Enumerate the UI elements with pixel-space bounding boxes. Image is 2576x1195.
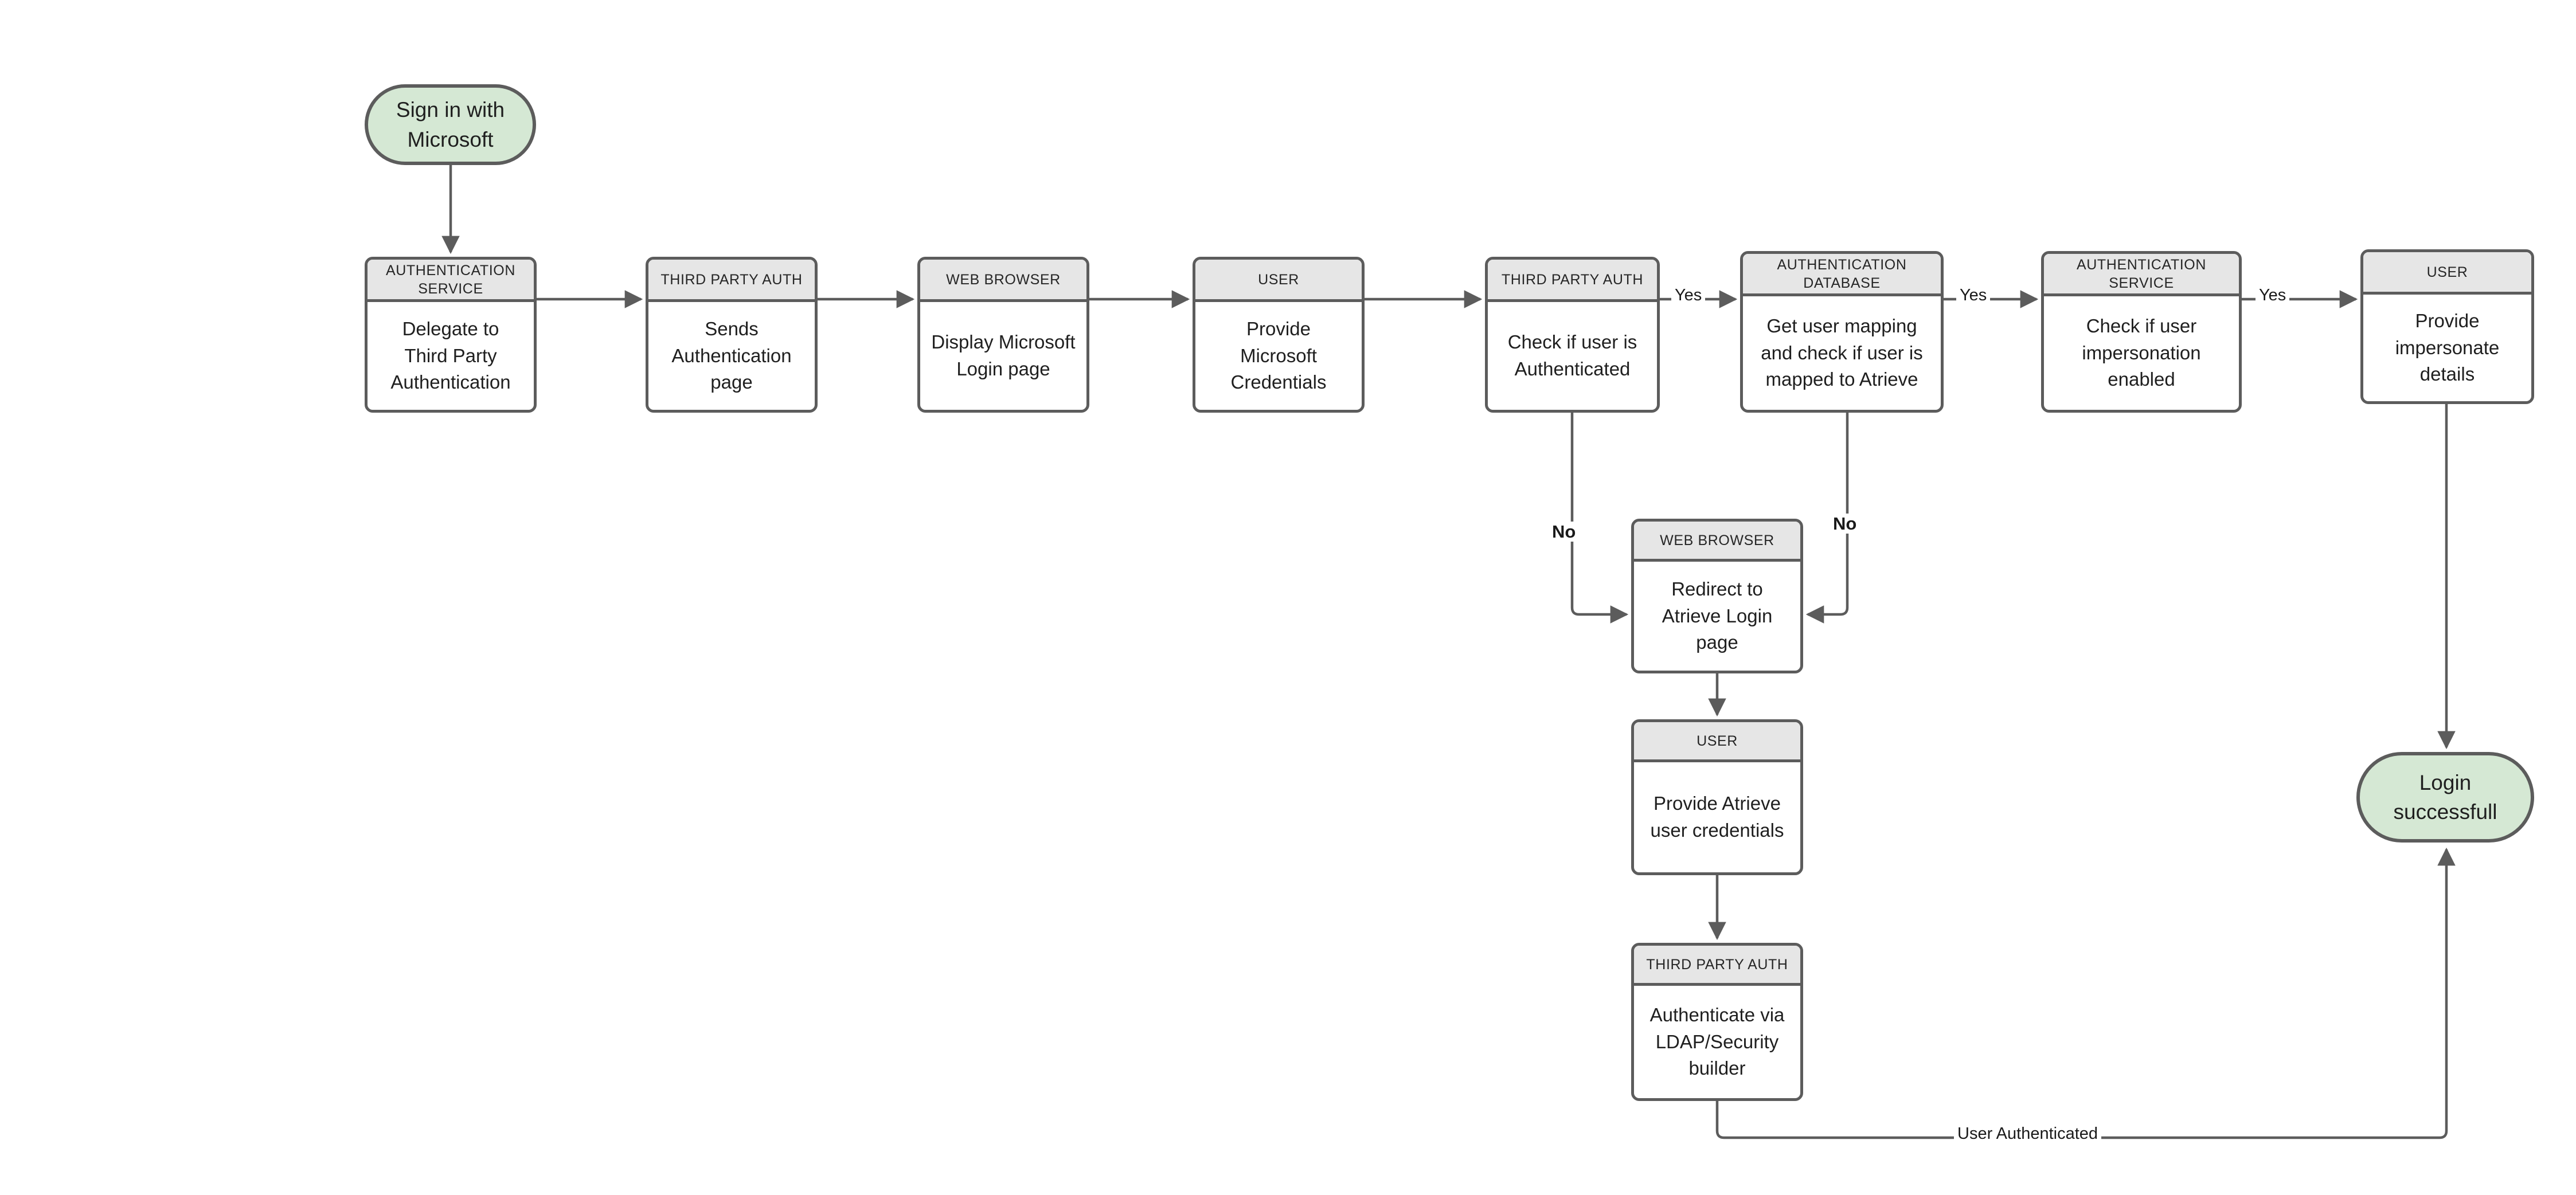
node-get-user-mapping[interactable]: AUTHENTICATION DATABASE Get user mapping… — [1740, 251, 1944, 413]
edge-ldap-to-login-success — [1715, 847, 2456, 1139]
node-header-user: USER — [1634, 722, 1800, 762]
edge-label-no-authenticated: No — [1549, 522, 1579, 542]
edge-label-yes-service-to-user: Yes — [2256, 287, 2290, 304]
node-body-delegate: Delegate to Third Party Authentication — [390, 318, 511, 393]
node-header-third-party-auth: THIRD PARTY AUTH — [1634, 946, 1800, 986]
node-body-get-user-mapping: Get user mapping and check if user is ma… — [1761, 315, 1923, 390]
node-check-user-impersonation[interactable]: AUTHENTICATION SERVICE Check if user imp… — [2041, 251, 2242, 413]
node-header-user: USER — [2363, 252, 2531, 295]
node-header-web-browser: WEB BROWSER — [1634, 522, 1800, 562]
node-body-provide-impersonate: Provide impersonate details — [2395, 309, 2500, 385]
node-header-user: USER — [1195, 260, 1362, 302]
node-provide-microsoft-credentials[interactable]: USER Provide Microsoft Credentials — [1193, 257, 1365, 413]
node-display-microsoft-login-page[interactable]: WEB BROWSER Display Microsoft Login page — [917, 257, 1089, 413]
edge-label-yes-database-to-service: Yes — [1956, 287, 1991, 304]
node-provide-atrieve-user-credentials[interactable]: USER Provide Atrieve user credentials — [1631, 719, 1803, 875]
node-sign-in-with-microsoft[interactable]: Sign in with Microsoft — [365, 84, 536, 165]
node-body-provide-ms-credentials: Provide Microsoft Credentials — [1230, 318, 1327, 393]
node-header-third-party-auth: THIRD PARTY AUTH — [1488, 260, 1657, 302]
node-check-if-user-is-authenticated[interactable]: THIRD PARTY AUTH Check if user is Authen… — [1485, 257, 1660, 413]
node-body-check-impersonation: Check if user impersonation enabled — [2082, 315, 2201, 390]
edge-label-yes-auth-to-database: Yes — [1671, 287, 1706, 304]
node-header-third-party-auth: THIRD PARTY AUTH — [648, 260, 815, 302]
node-body-redirect-atrieve: Redirect to Atrieve Login page — [1662, 578, 1773, 653]
node-delegate-to-third-party[interactable]: AUTHENTICATION SERVICE Delegate to Third… — [365, 257, 537, 413]
edge-label-no-user-mapping: No — [1830, 514, 1860, 534]
node-header-authentication-service: AUTHENTICATION SERVICE — [368, 260, 534, 302]
node-header-web-browser: WEB BROWSER — [920, 260, 1086, 302]
node-body-check-authenticated: Check if user is Authenticated — [1507, 331, 1637, 379]
node-label: Login successfull — [2393, 770, 2497, 824]
node-body-authenticate-ldap: Authenticate via LDAP/Security builder — [1649, 1004, 1785, 1079]
node-header-authentication-database: AUTHENTICATION DATABASE — [1743, 254, 1941, 296]
edge-label-user-authenticated: User Authenticated — [1954, 1125, 2102, 1143]
node-sends-authentication-page[interactable]: THIRD PARTY AUTH Sends Authentication pa… — [646, 257, 818, 413]
node-body-sends-auth-page: Sends Authentication page — [671, 318, 792, 393]
node-body-provide-atrieve-credentials: Provide Atrieve user credentials — [1650, 793, 1784, 841]
node-login-successfull[interactable]: Login successfull — [2356, 752, 2534, 843]
node-header-authentication-service: AUTHENTICATION SERVICE — [2044, 254, 2239, 296]
node-authenticate-via-ldap[interactable]: THIRD PARTY AUTH Authenticate via LDAP/S… — [1631, 943, 1803, 1101]
edge-check-no-to-redirect — [1570, 413, 1629, 624]
node-label: Sign in with Microsoft — [396, 98, 505, 151]
node-body-display-ms-login: Display Microsoft Login page — [931, 331, 1076, 379]
node-provide-impersonate-details[interactable]: USER Provide impersonate details — [2360, 249, 2534, 404]
node-redirect-to-atrieve-login-page[interactable]: WEB BROWSER Redirect to Atrieve Login pa… — [1631, 519, 1803, 673]
